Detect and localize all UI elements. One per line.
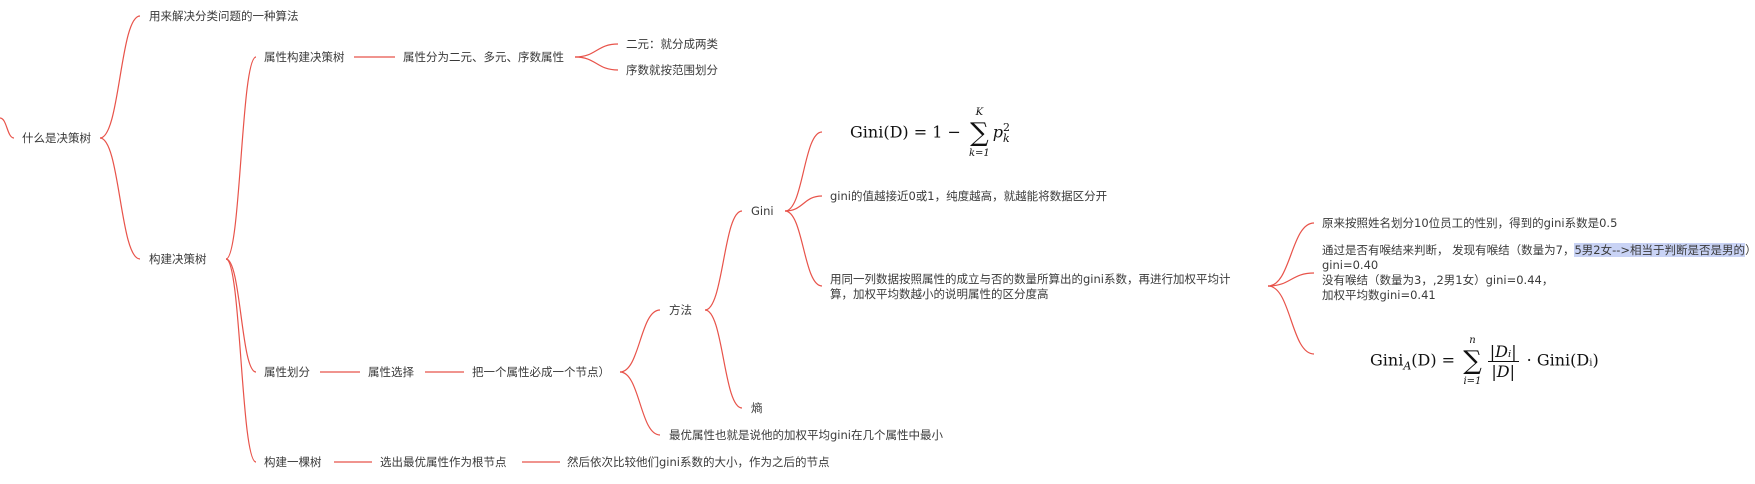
formula-gini-a-denominator: |D| <box>1491 361 1515 381</box>
connector-weighted-example1 <box>1267 222 1315 287</box>
formula-gini-sum-upper: K <box>975 107 984 118</box>
node-binary-attribute[interactable]: 二元：就分成两类 <box>626 37 718 51</box>
node-build-decision-tree[interactable]: 构建决策树 <box>149 252 207 266</box>
formula-gini-sum-symbol: ∑ <box>970 118 989 148</box>
example-text-b: ）gini=0.40 <box>1322 243 1751 272</box>
node-gini[interactable]: Gini <box>751 204 774 218</box>
formula-gini-lhs: Gini(D) = 1 − <box>850 122 961 142</box>
connector-root-build <box>99 137 141 260</box>
connector-build-attrbuild <box>225 56 257 260</box>
connector-types-binary <box>574 43 619 58</box>
node-gini-description[interactable]: gini的值越接近0或1，纯度越高，就越能将数据区分开 <box>830 189 1108 203</box>
formula-gini-term: p <box>992 122 1004 142</box>
node-what-is-decision-tree[interactable]: 什么是决策树 <box>22 131 91 145</box>
node-root-selection[interactable]: 选出最优属性作为根节点 <box>380 455 507 469</box>
connector-onenode-best <box>619 371 661 436</box>
connector-left-stub <box>0 117 15 139</box>
example-highlight: 5男2女-->相当于判断是否是男的 <box>1574 243 1746 257</box>
formula-gini-term-sup: 2 <box>1003 121 1011 134</box>
node-example-adams-apple[interactable]: 通过是否有喉结来判断， 发现有喉结（数量为7，5男2女-->相当于判断是否是男的… <box>1322 243 1752 303</box>
node-method[interactable]: 方法 <box>669 303 692 317</box>
formula-gini-a-sum: n ∑ i=1 <box>1463 334 1482 388</box>
connector-build-attrsplit <box>225 258 257 373</box>
node-attribute-split[interactable]: 属性划分 <box>264 365 310 379</box>
connector-gini-formula <box>784 131 823 212</box>
example-text-c: 没有喉结（数量为3，,2男1女）gini=0.44， <box>1322 273 1554 287</box>
node-attribute-types[interactable]: 属性分为二元、多元、序数属性 <box>403 50 564 64</box>
node-entropy[interactable]: 熵 <box>751 401 763 415</box>
example-text-a: 通过是否有喉结来判断， 发现有喉结（数量为7， <box>1322 243 1575 257</box>
connector-method-gini <box>704 210 743 311</box>
node-best-attribute[interactable]: 最优属性也就是说他的加权平均gini在几个属性中最小 <box>669 428 943 442</box>
formula-gini-a-numerator: |Dᵢ| <box>1487 341 1519 362</box>
formula-gini-sum-lower: k=1 <box>968 148 990 159</box>
node-attribute-selection[interactable]: 属性选择 <box>368 365 414 379</box>
node-compare-gini[interactable]: 然后依次比较他们gini系数的大小，作为之后的节点 <box>567 455 830 469</box>
formula-gini-a-arg: (D) = <box>1411 350 1456 370</box>
connector-onenode-method <box>619 309 661 373</box>
node-definition[interactable]: 用来解决分类问题的一种算法 <box>149 9 299 23</box>
formula-gini-a: GiniA(D) = n ∑ i=1 |Dᵢ||D| · Gini(Dᵢ) <box>1370 334 1599 388</box>
node-gini-weighted[interactable]: 用同一列数据按照属性的成立与否的数量所算出的gini系数，再进行加权平均计算，加… <box>830 272 1231 301</box>
formula-gini-a-sum-lower: i=1 <box>1463 376 1482 387</box>
node-one-attribute-one-node[interactable]: 把一个属性必成一个节点） <box>472 365 610 379</box>
formula-gini-a-rhs: · Gini(Dᵢ) <box>1526 350 1599 370</box>
node-attribute-build[interactable]: 属性构建决策树 <box>264 50 345 64</box>
node-example-name-split[interactable]: 原来按照姓名划分10位员工的性别，得到的gini系数是0.5 <box>1322 216 1618 230</box>
connector-weighted-example2 <box>1267 272 1315 287</box>
formula-gini-sum: K ∑ k=1 <box>969 106 990 160</box>
connector-method-entropy <box>704 309 743 409</box>
formula-gini-a-sub: A <box>1403 359 1412 373</box>
formula-gini-a-lhs: Gini <box>1370 350 1404 370</box>
node-ordinal-attribute[interactable]: 序数就按范围划分 <box>626 63 718 77</box>
connector-gini-desc <box>784 195 823 212</box>
example-text-d: 加权平均数gini=0.41 <box>1322 288 1436 302</box>
connector-weighted-formula <box>1267 285 1315 355</box>
formula-gini-a-sum-upper: n <box>1469 335 1476 346</box>
connector-types-ordinal <box>574 56 619 71</box>
node-build-one-tree[interactable]: 构建一棵树 <box>264 455 322 469</box>
formula-gini-term-sub: k <box>1003 132 1010 145</box>
connector-root-definition <box>99 15 141 139</box>
formula-gini-a-sum-symbol: ∑ <box>1463 346 1482 376</box>
formula-gini-a-fraction: |Dᵢ||D| <box>1487 341 1519 381</box>
connector-gini-weighted <box>784 210 823 287</box>
connector-build-buildone <box>225 258 257 463</box>
